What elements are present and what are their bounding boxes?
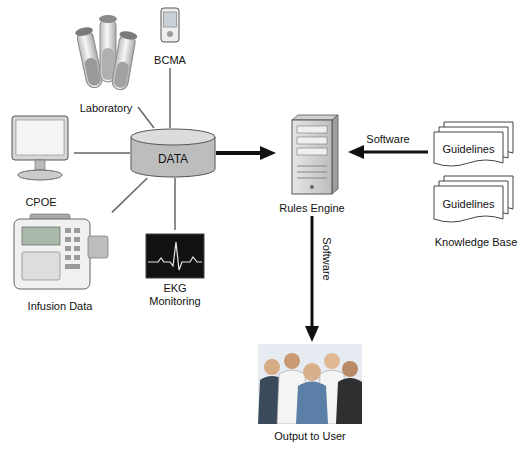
cylinder-top — [131, 129, 215, 145]
server-icon — [310, 185, 314, 189]
people-photo — [284, 353, 300, 369]
node-label: CPOE — [25, 196, 56, 209]
test-tubes-icon — [99, 15, 117, 23]
ekg-monitor-icon — [148, 242, 202, 270]
people-photo — [296, 382, 328, 425]
monitor-icon — [35, 160, 45, 170]
test-tubes-icon — [110, 30, 138, 91]
people-photo — [264, 359, 280, 375]
server-icon — [292, 115, 338, 194]
knowledge-base: Knowledge BaseGuidelinesGuidelines — [428, 118, 524, 250]
test-tubes-icon — [74, 26, 93, 38]
shape-text: Guidelines — [443, 143, 495, 156]
test-tubes-icon — [74, 15, 138, 91]
infusion-pump-icon — [74, 237, 80, 242]
handheld-scanner-icon — [161, 8, 179, 42]
people-photo — [303, 363, 321, 381]
people-photo — [342, 361, 358, 377]
flow-arrow — [311, 216, 314, 332]
flow-arrow — [216, 151, 266, 155]
link-line — [169, 68, 171, 128]
handheld-scanner-icon — [167, 31, 173, 37]
output-photo: Output to User — [254, 342, 366, 444]
node-label: BCMA — [154, 54, 186, 67]
test-tubes-icon — [84, 57, 102, 87]
test-tubes-icon — [76, 29, 104, 89]
infusion-pump-icon — [74, 228, 80, 233]
infusion-icon: Infusion Data — [8, 212, 112, 314]
data-cylinder: DATA — [130, 128, 216, 178]
server-icon — [292, 115, 338, 120]
server-icon — [297, 172, 327, 173]
infusion-pump-icon — [14, 214, 108, 289]
server-icon — [297, 166, 327, 167]
document-page — [434, 186, 503, 222]
server-icon — [297, 137, 327, 144]
server-icon — [292, 120, 332, 194]
infusion-pump-icon — [65, 255, 71, 260]
cpoe-icon: CPOE — [8, 112, 74, 210]
node-label: EKG Monitoring — [145, 282, 205, 308]
node-label: Rules Engine — [279, 202, 344, 215]
test-tubes-icon — [113, 61, 129, 89]
infusion-pump-icon — [74, 246, 80, 251]
server-icon — [297, 178, 327, 179]
monitor-icon — [12, 116, 68, 160]
infusion-pump-icon — [22, 227, 60, 245]
test-tubes-icon — [119, 30, 138, 41]
node-label: Infusion Data — [28, 300, 93, 313]
guidelines-document: Guidelines — [434, 176, 514, 226]
link-line — [174, 178, 176, 230]
people-photo — [324, 353, 340, 369]
test-tubes-icon — [102, 48, 114, 80]
infusion-pump-icon — [14, 219, 90, 289]
handheld-scanner-icon — [161, 8, 179, 42]
node-label: Knowledge Base — [435, 236, 518, 249]
ekg-monitor-icon — [146, 234, 204, 278]
infusion-pump-icon — [88, 236, 108, 258]
ekg-icon: EKG Monitoring — [142, 230, 208, 309]
edge-label: Software — [320, 235, 333, 282]
link-line — [138, 107, 154, 128]
node-label: Output to User — [274, 430, 346, 443]
rules-engine-icon: Rules Engine — [276, 116, 348, 216]
document-page — [434, 132, 503, 166]
connectors — [74, 68, 428, 332]
test-tubes-icon — [111, 33, 136, 91]
infusion-pump-icon — [22, 252, 60, 280]
bcma-icon: BCMA — [151, 6, 189, 68]
infusion-pump-icon — [65, 246, 71, 251]
infusion-pump-icon — [65, 228, 80, 269]
edge-label: Software — [364, 133, 411, 146]
infusion-pump-icon — [74, 255, 80, 260]
infusion-pump-icon — [65, 228, 71, 233]
shape-text: Guidelines — [443, 198, 495, 211]
laboratory-icon: Laboratory — [74, 14, 138, 116]
server-icon — [332, 115, 338, 194]
link-line — [74, 152, 130, 154]
people-photo — [336, 378, 362, 424]
server-icon — [297, 126, 327, 133]
shape-text: DATA — [158, 153, 188, 166]
ekg-monitor-icon — [146, 234, 204, 278]
server-icon — [297, 148, 327, 155]
monitor-icon — [18, 170, 62, 180]
monitor-icon — [12, 116, 68, 180]
handheld-scanner-icon — [164, 12, 177, 27]
node-label: Laboratory — [80, 102, 133, 115]
link-line — [112, 178, 147, 212]
infusion-pump-icon — [65, 264, 80, 269]
monitor-icon — [16, 120, 64, 155]
flow-arrow — [358, 151, 428, 154]
guidelines-document: Guidelines — [434, 122, 514, 170]
infusion-pump-icon — [65, 237, 71, 242]
people-photo — [258, 344, 362, 424]
